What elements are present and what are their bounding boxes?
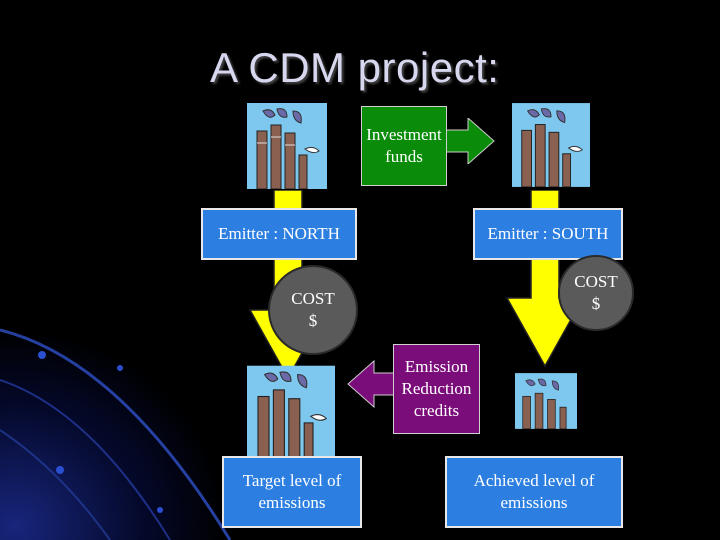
cost-circle-left: COST $: [268, 265, 358, 355]
slide-title: A CDM project:: [210, 44, 500, 91]
cost-circle-right: COST $: [558, 255, 634, 331]
factory-icon: [247, 365, 335, 461]
green-arrow-right: [440, 118, 495, 164]
factory-icon: [247, 103, 327, 189]
emission-reduction-credits-box: Emission Reduction credits: [393, 344, 480, 434]
target-level-box: Target level of emissions: [222, 456, 362, 528]
achieved-level-box: Achieved level of emissions: [445, 456, 623, 528]
emitter-north-box: Emitter : NORTH: [201, 208, 357, 260]
factory-icon: [515, 373, 577, 429]
emitter-south-box: Emitter : SOUTH: [473, 208, 623, 260]
investment-funds-box: Investment funds: [361, 106, 447, 186]
factory-icon: [512, 103, 590, 187]
